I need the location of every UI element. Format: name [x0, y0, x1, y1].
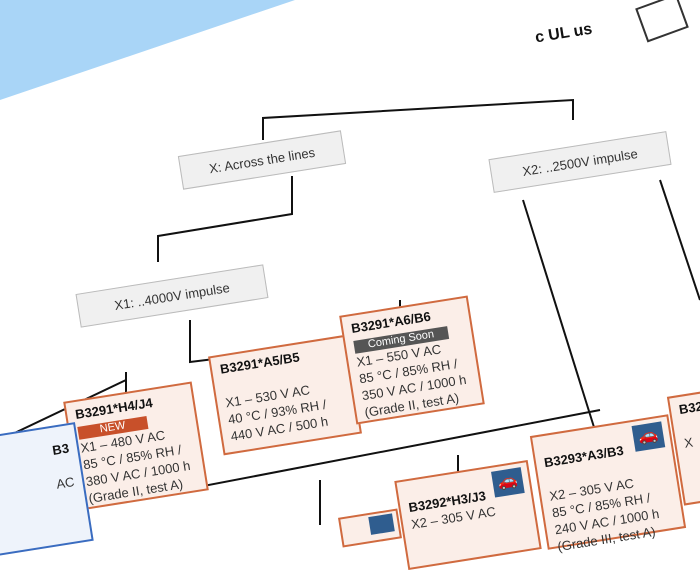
car-icon: 🚗 — [631, 421, 666, 452]
car-icon — [368, 513, 395, 535]
corner-decoration — [0, 0, 295, 100]
spec-line: AC — [55, 474, 76, 492]
spec-line: X — [683, 434, 695, 451]
car-icon: 🚗 — [491, 467, 525, 498]
product-name: B32 — [677, 398, 700, 418]
product-card: 🚗 B3292*H3/J3 X2 – 305 V AC — [394, 459, 542, 570]
category-label: X: Across the lines — [208, 144, 316, 176]
product-name: B3 — [51, 440, 71, 458]
product-card: 🚗 B3293*A3/B3 X2 – 305 V AC 85 °C / 85% … — [529, 414, 687, 554]
product-card: B3291*A6/B6 Coming Soon X1 – 550 V AC 85… — [339, 295, 485, 425]
